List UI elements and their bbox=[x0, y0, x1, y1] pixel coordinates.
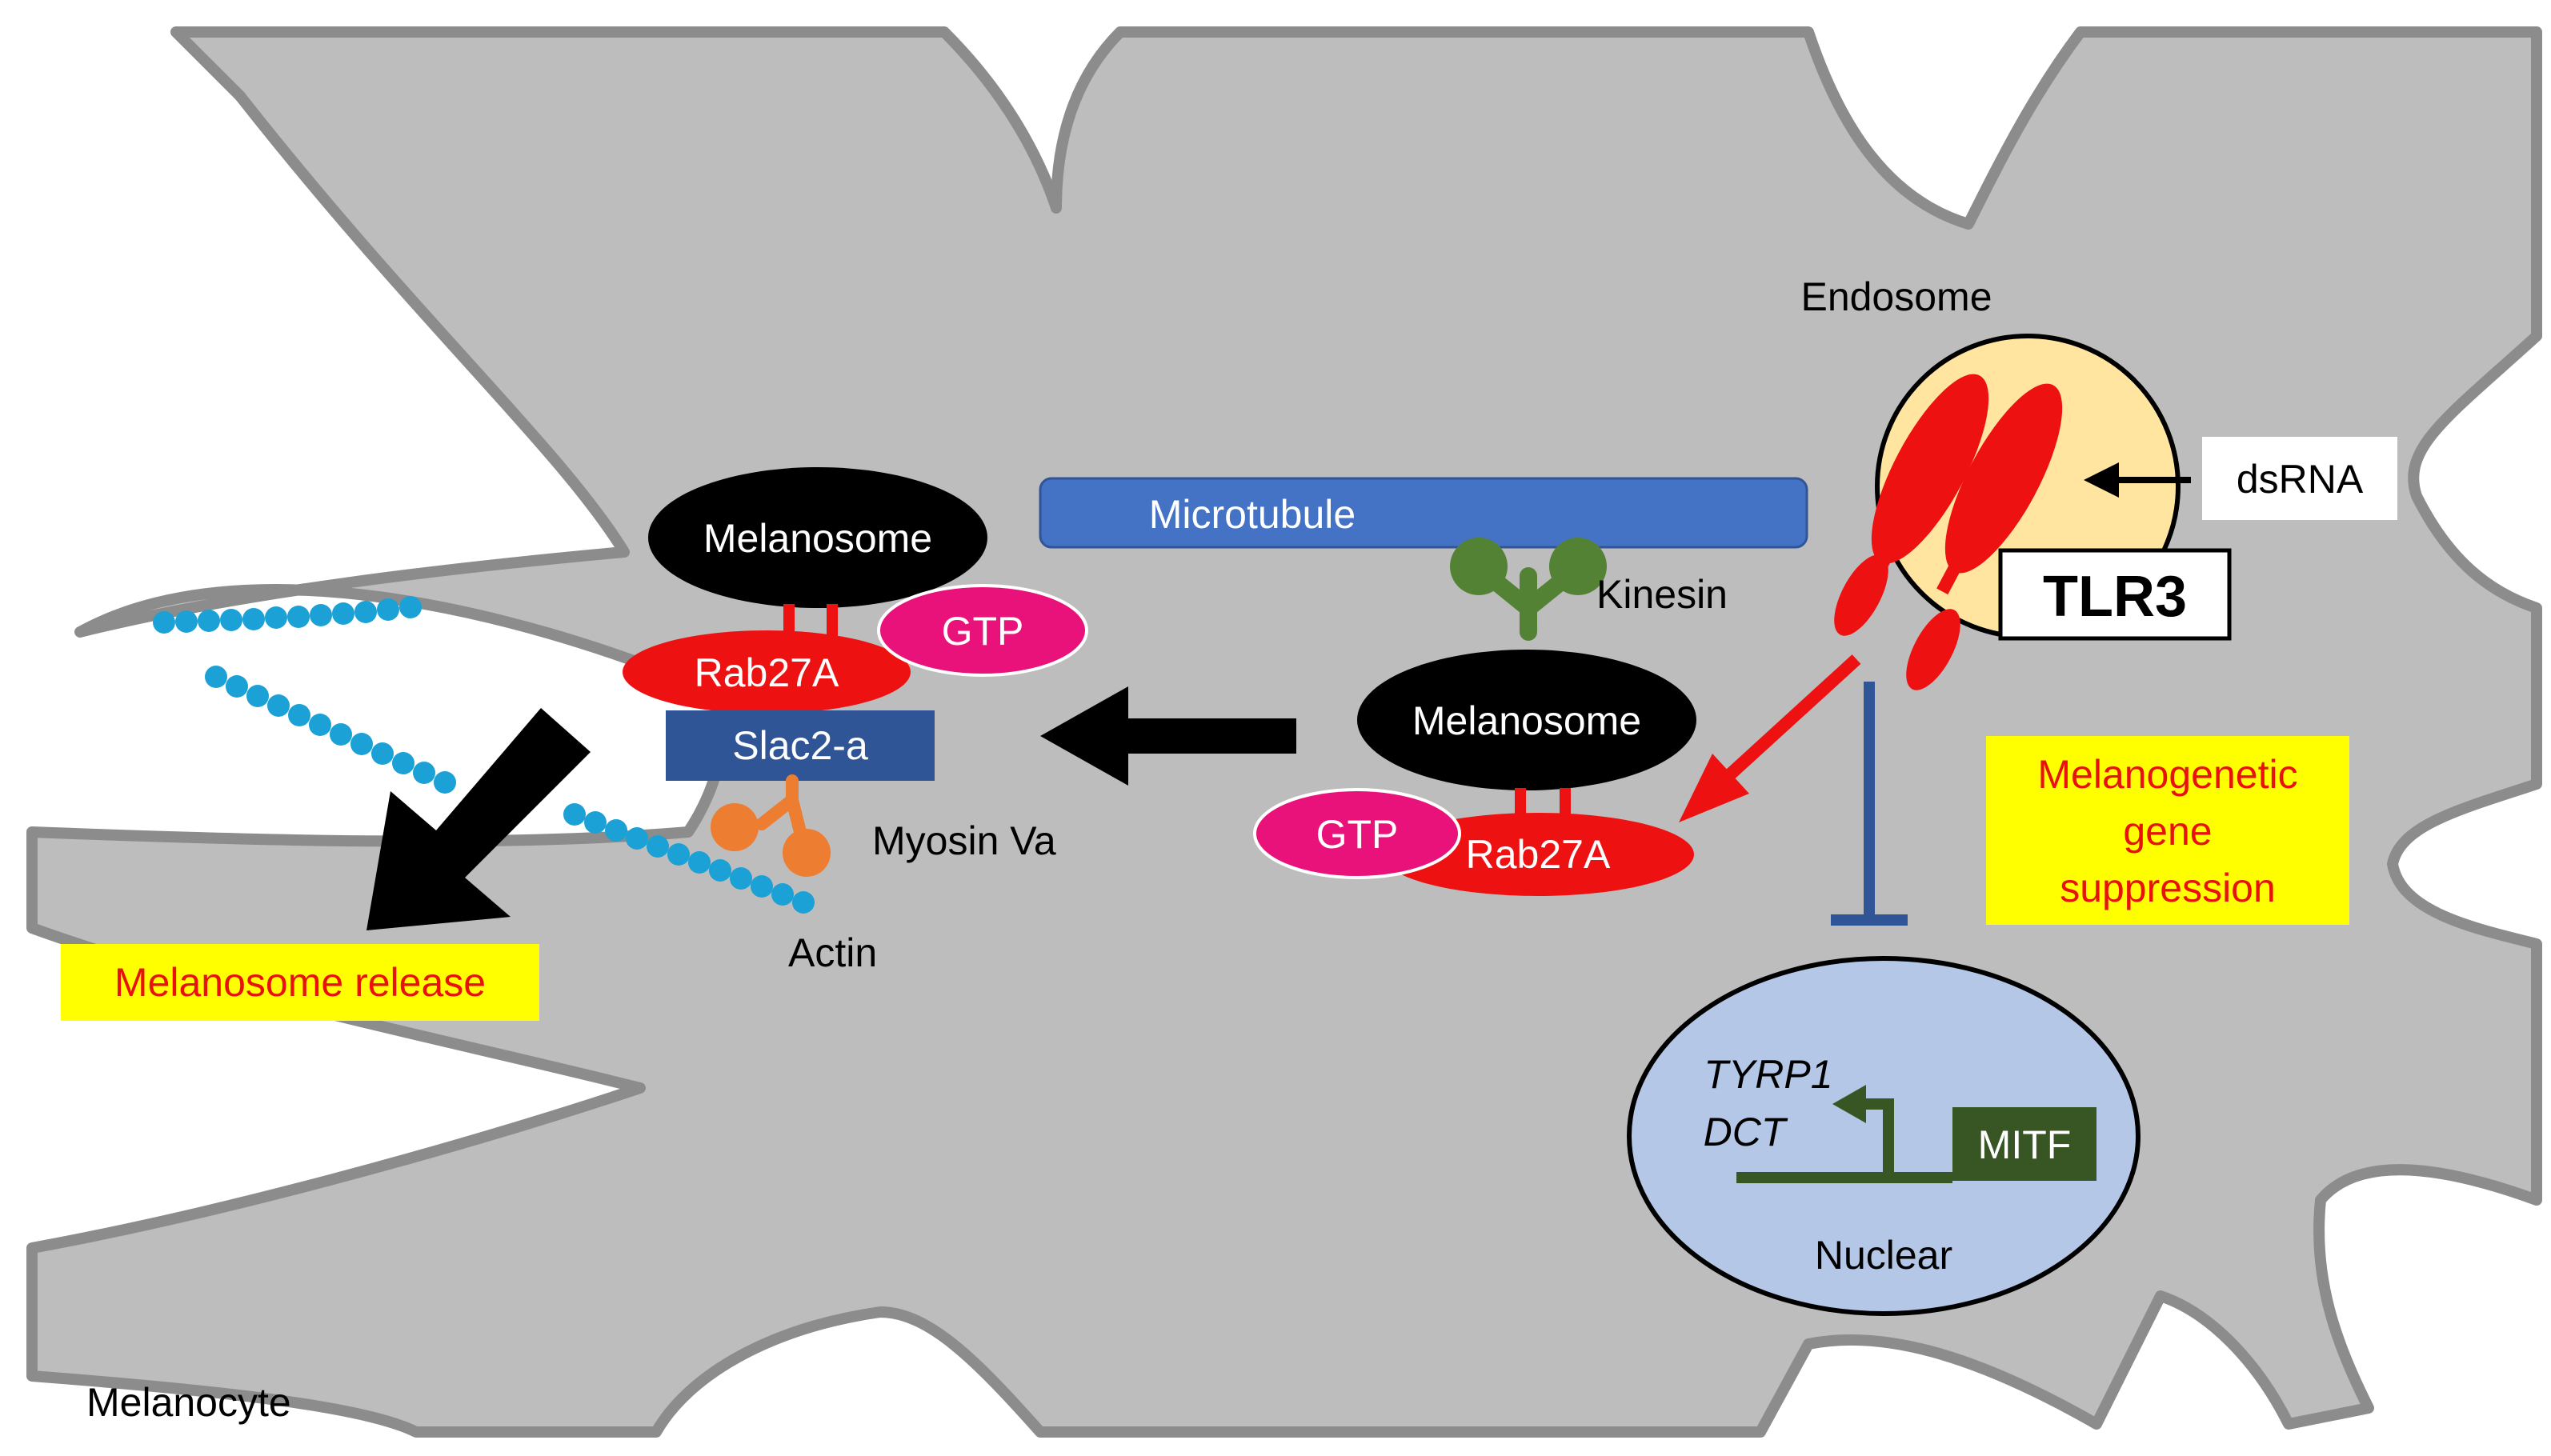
slac2a-label: Slac2-a bbox=[732, 723, 868, 768]
myosin-va-label: Myosin Va bbox=[872, 818, 1056, 863]
melanosome-left-label: Melanosome bbox=[703, 516, 932, 561]
actin-filaments bbox=[153, 596, 815, 914]
rab27a-right-label: Rab27A bbox=[1466, 832, 1611, 877]
endosome-label: Endosome bbox=[1800, 274, 1992, 319]
kinesin-label: Kinesin bbox=[1596, 572, 1728, 617]
kinesin-icon bbox=[1450, 538, 1607, 641]
myosin-va-icon bbox=[711, 774, 831, 877]
tlr3-receptor bbox=[1834, 374, 2063, 690]
nuclear-label: Nuclear bbox=[1815, 1233, 1952, 1278]
melanosome-release-label: Melanosome release bbox=[114, 960, 486, 1005]
dsrna-label: dsRNA bbox=[2237, 457, 2364, 502]
melanosome-release-box bbox=[61, 944, 539, 1021]
transport-arrow bbox=[1040, 686, 1296, 786]
tyrp1-label: TYRP1 bbox=[1704, 1052, 1832, 1097]
melanosome-left bbox=[648, 467, 987, 608]
mitf-label: MITF bbox=[1978, 1122, 2072, 1167]
gtp-right bbox=[1253, 788, 1461, 879]
gtp-right-label: GTP bbox=[1316, 812, 1399, 857]
gene-suppression-line1: Melanogenetic bbox=[2037, 752, 2297, 797]
release-arrow bbox=[366, 708, 591, 930]
microtubule-bar bbox=[1039, 477, 1808, 549]
gene-suppression-line2: gene bbox=[2123, 809, 2212, 854]
activation-arrow bbox=[1679, 654, 1861, 822]
rab27a-left bbox=[623, 630, 911, 714]
tlr3-label: TLR3 bbox=[2043, 565, 2187, 629]
dsrna-arrow bbox=[2084, 462, 2191, 498]
gene-promoter-arrow bbox=[1736, 1098, 1952, 1183]
gtp-left bbox=[877, 584, 1088, 677]
slac2a-box bbox=[666, 710, 935, 781]
transcription-arrowhead bbox=[1832, 1085, 1866, 1123]
inhibition-symbol bbox=[1831, 682, 1908, 926]
rab27a-left-label: Rab27A bbox=[695, 650, 839, 695]
actin-label: Actin bbox=[788, 930, 877, 975]
gtp-left-label: GTP bbox=[942, 609, 1024, 654]
dct-label: DCT bbox=[1704, 1110, 1788, 1154]
gene-suppression-line3: suppression bbox=[2060, 866, 2276, 910]
melanosome-right-label: Melanosome bbox=[1412, 698, 1641, 743]
gene-suppression-box bbox=[1986, 736, 2349, 925]
tlr3-label-box bbox=[1998, 548, 2232, 641]
melanosome-right bbox=[1357, 650, 1696, 790]
mitf-box bbox=[1952, 1107, 2096, 1181]
microtubule-label: Microtubule bbox=[1149, 492, 1356, 537]
melanocyte-label: Melanocyte bbox=[86, 1380, 291, 1425]
dsrna-box bbox=[2202, 437, 2397, 520]
